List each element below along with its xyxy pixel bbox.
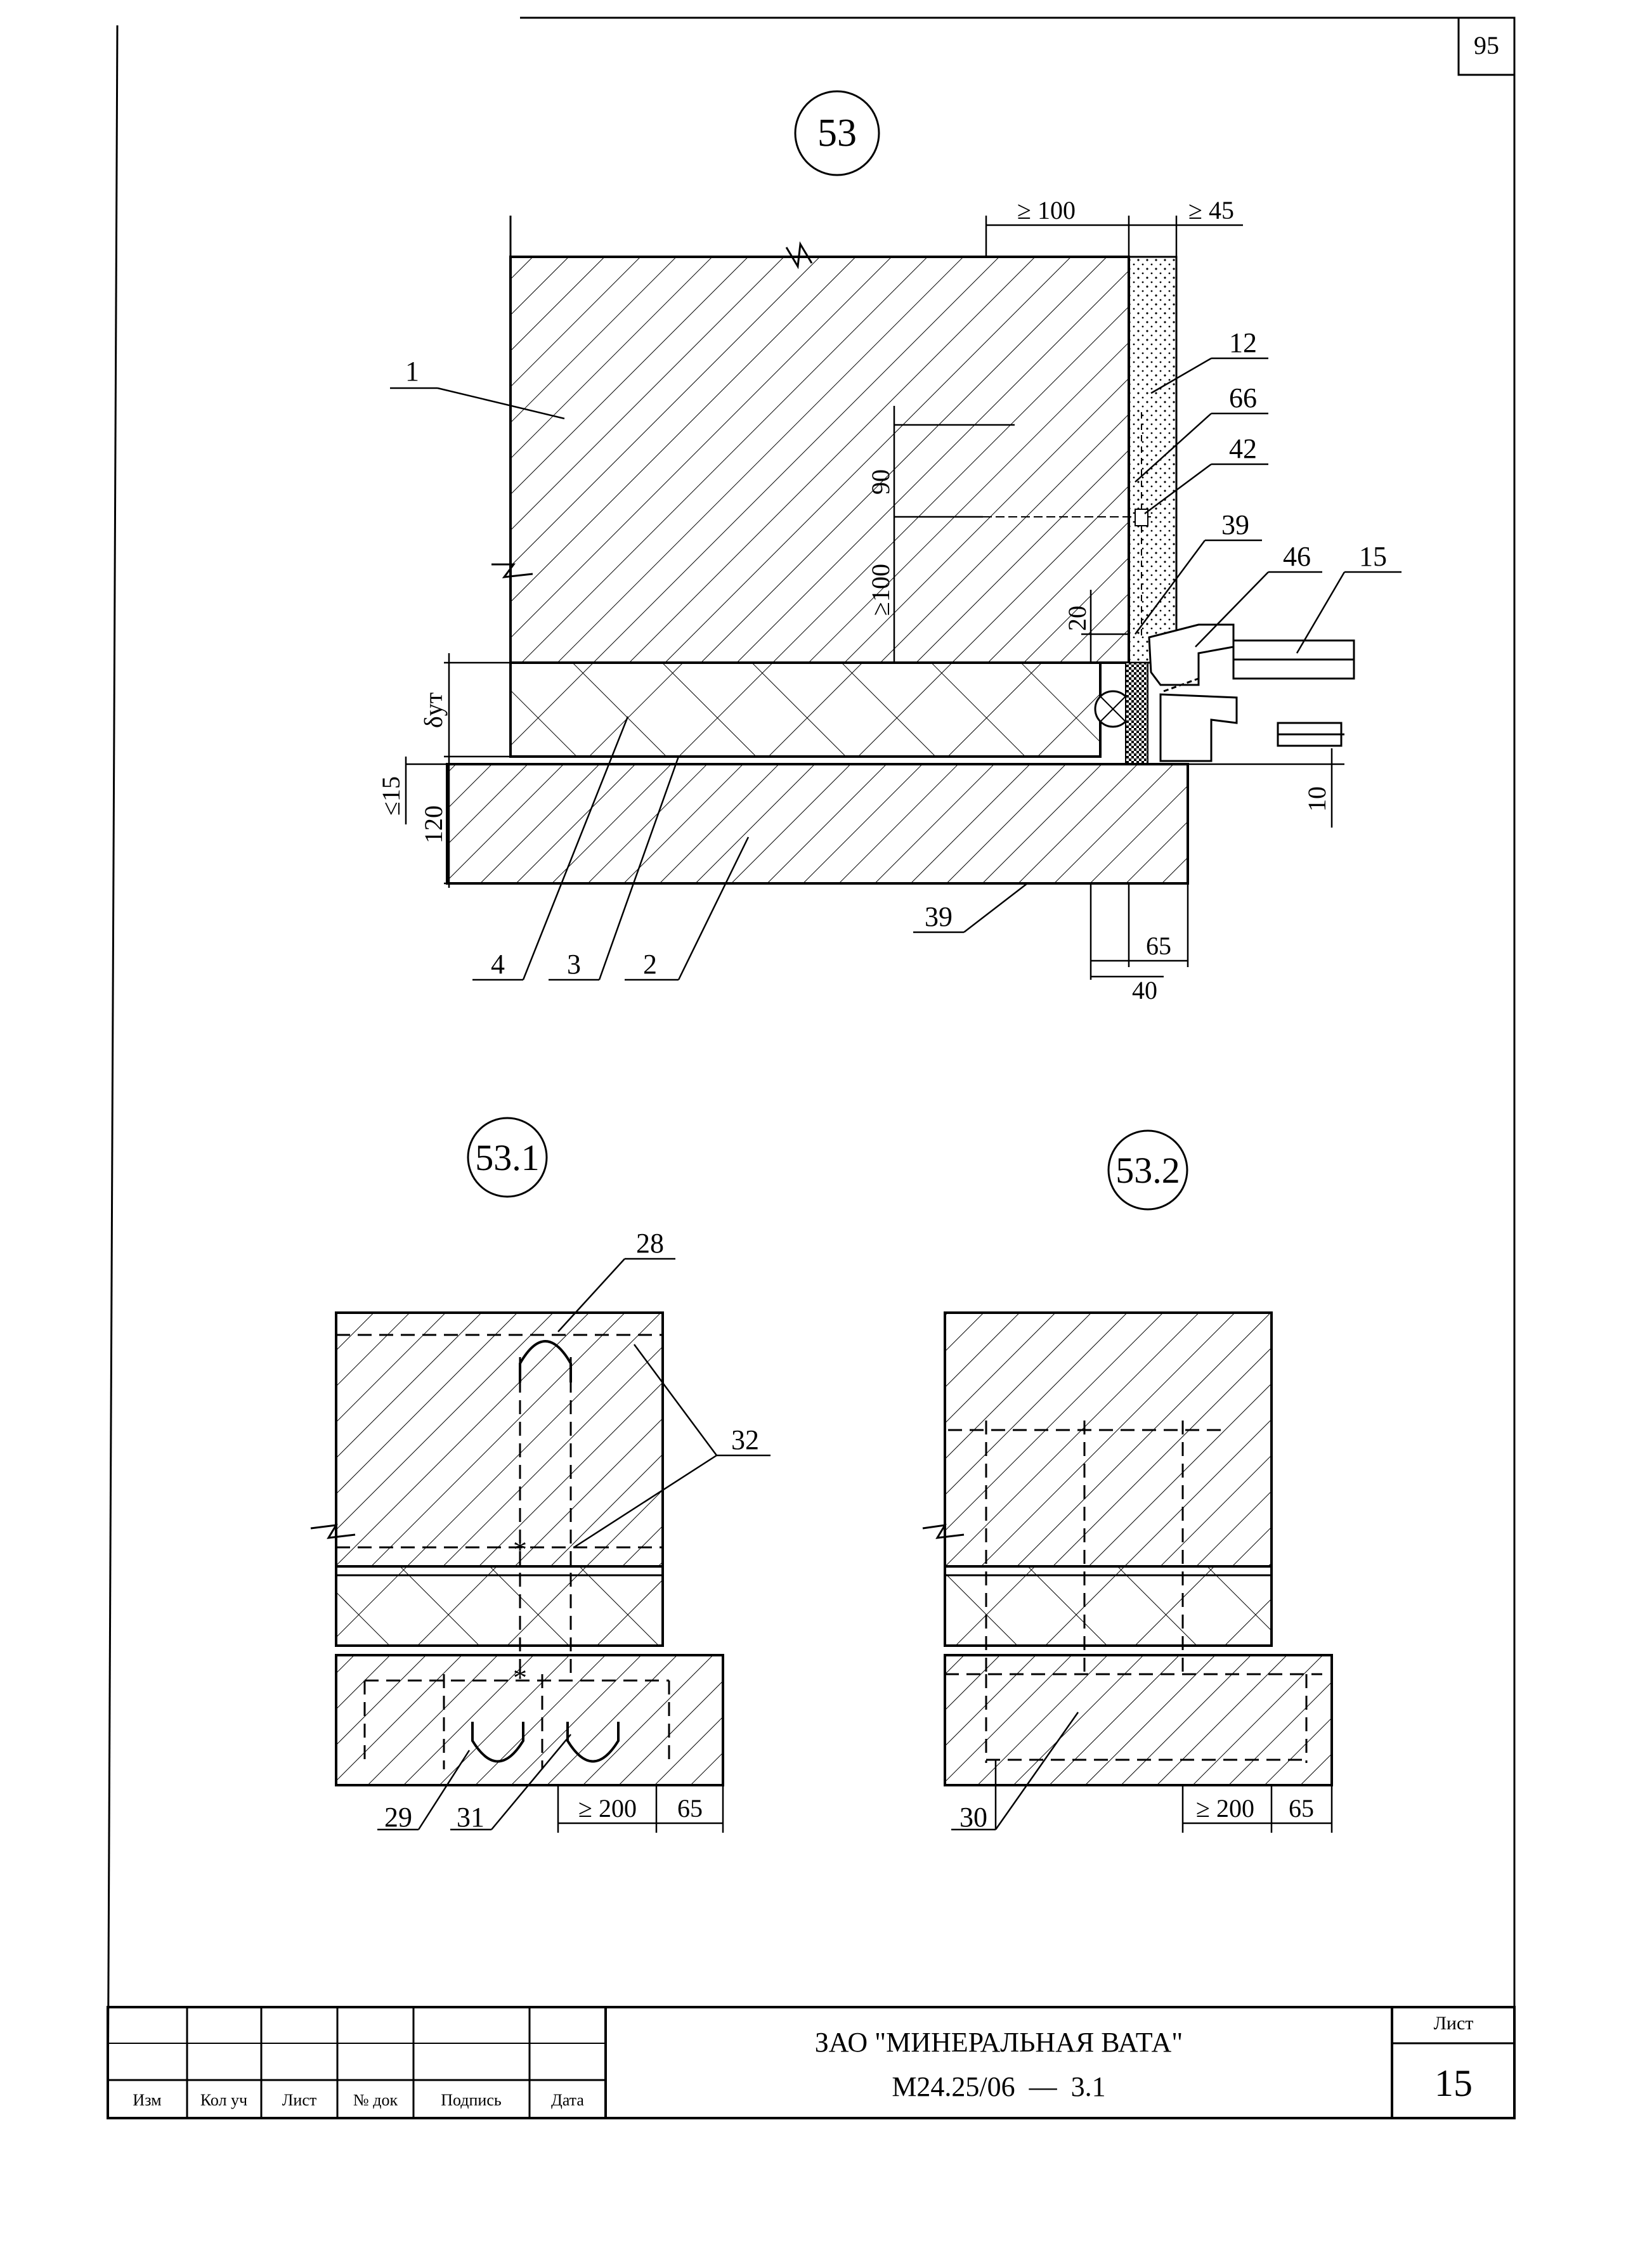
svg-text:12: 12 [1229,327,1257,358]
wall-53-2 [944,1311,1273,1568]
svg-text:28: 28 [636,1228,664,1259]
detail-53-2: 53.2 30 ≥ 200 65 [922,1129,1333,1833]
svg-text:90: 90 [866,469,895,495]
dimension-texts-53: ≥ 100 ≥ 45 90 ≥100 20 δут ≤15 120 10 65 … [377,196,1331,1005]
callout-leaders-53 [390,357,1402,981]
reinforcement-53-2 [945,1421,1322,1763]
svg-text:39: 39 [925,901,953,932]
svg-text:66: 66 [1229,382,1257,413]
svg-text:65: 65 [1289,1794,1314,1823]
svg-text:39: 39 [1221,509,1249,540]
svg-text:Изм: Изм [133,2091,161,2109]
detail-53-title: 53 [817,112,857,155]
svg-text:20: 20 [1063,606,1091,631]
svg-text:4: 4 [491,949,505,980]
detail-53-1-marker [467,1117,548,1198]
callout-leaders-53-2 [951,1712,1333,1833]
svg-text:120: 120 [419,805,448,843]
svg-text:46: 46 [1283,541,1311,572]
wall-left-break [491,563,533,578]
svg-text:32: 32 [731,1424,759,1455]
svg-text:31: 31 [457,1802,485,1833]
svg-text:Дата: Дата [551,2091,584,2109]
detail-53-1: 53.1 * * [310,1117,771,1833]
svg-text:Лист: Лист [282,2091,316,2109]
detail-53: 53 [377,90,1402,1005]
detail-53-2-title: 53.2 [1115,1150,1180,1191]
svg-text:10: 10 [1303,786,1331,812]
svg-text:65: 65 [1146,932,1171,960]
glazing-15 [1232,639,1355,747]
callout-leaders-53-1 [377,1258,771,1833]
svg-text:15: 15 [1359,541,1387,572]
plaster-12 [1128,256,1178,664]
insulation-53-1 [335,1565,664,1647]
document-code: М24.25/06 — 3.1 [892,2071,1105,2102]
svg-text:40: 40 [1132,976,1157,1005]
svg-text:≥ 200: ≥ 200 [1196,1794,1254,1823]
svg-text:2: 2 [643,949,657,980]
anchor-42-head [1135,509,1148,526]
organization-name: ЗАО "МИНЕРАЛЬНАЯ ВАТА" [815,2027,1183,2058]
svg-text:42: 42 [1229,433,1257,464]
dimensions-53 [405,216,1344,980]
svg-text:≥ 45: ≥ 45 [1188,196,1234,224]
detail-53-2-marker [1107,1129,1188,1211]
svg-text:*: * [513,1534,527,1565]
callout-numbers-53-2: 30 ≥ 200 65 [959,1794,1314,1833]
page-number: 95 [1474,31,1499,60]
svg-text:№ док: № док [353,2091,398,2109]
insulation-4 [509,661,1102,758]
svg-text:29: 29 [384,1802,412,1833]
detail-53-1-title: 53.1 [475,1137,540,1178]
wall-53-1 [335,1311,664,1568]
svg-text:*: * [513,1662,527,1693]
title-block-headers: Изм Кол уч Лист № док Подпись Дата [133,2091,584,2109]
svg-text:δут: δут [419,693,448,728]
wall-1 [509,256,1130,664]
svg-text:≥100: ≥100 [866,564,895,616]
callout-numbers-53: 1 12 66 42 39 46 15 4 3 2 39 [405,327,1387,980]
svg-text:1: 1 [405,356,419,387]
svg-text:3: 3 [567,949,581,980]
svg-text:≥ 200: ≥ 200 [578,1794,637,1823]
svg-text:30: 30 [959,1802,987,1833]
svg-text:Подпись: Подпись [441,2091,502,2109]
detail-53-marker [794,90,880,176]
sealant-strip [1125,662,1148,765]
svg-text:≤15: ≤15 [377,776,405,816]
slab-53-2 [944,1654,1333,1786]
svg-text:65: 65 [677,1794,703,1823]
page-number-box [1457,16,1516,76]
slab-2 [446,763,1189,885]
sheet-label: Лист [1434,2013,1474,2034]
anchor-loops-53-1 [471,1340,620,1763]
window-frame-46 [1148,623,1238,762]
slab-53-1 [335,1654,724,1786]
reinforcement-53-1 [336,1334,670,1769]
title-block [107,2006,1516,2119]
callout-numbers-53-1: 28 32 29 31 ≥ 200 65 [384,1228,759,1833]
svg-text:≥ 100: ≥ 100 [1017,196,1076,224]
svg-text:Кол уч: Кол уч [200,2091,247,2109]
insulation-53-2 [944,1565,1273,1647]
wall-top-break [785,241,813,270]
sheet-number: 15 [1434,2062,1473,2104]
